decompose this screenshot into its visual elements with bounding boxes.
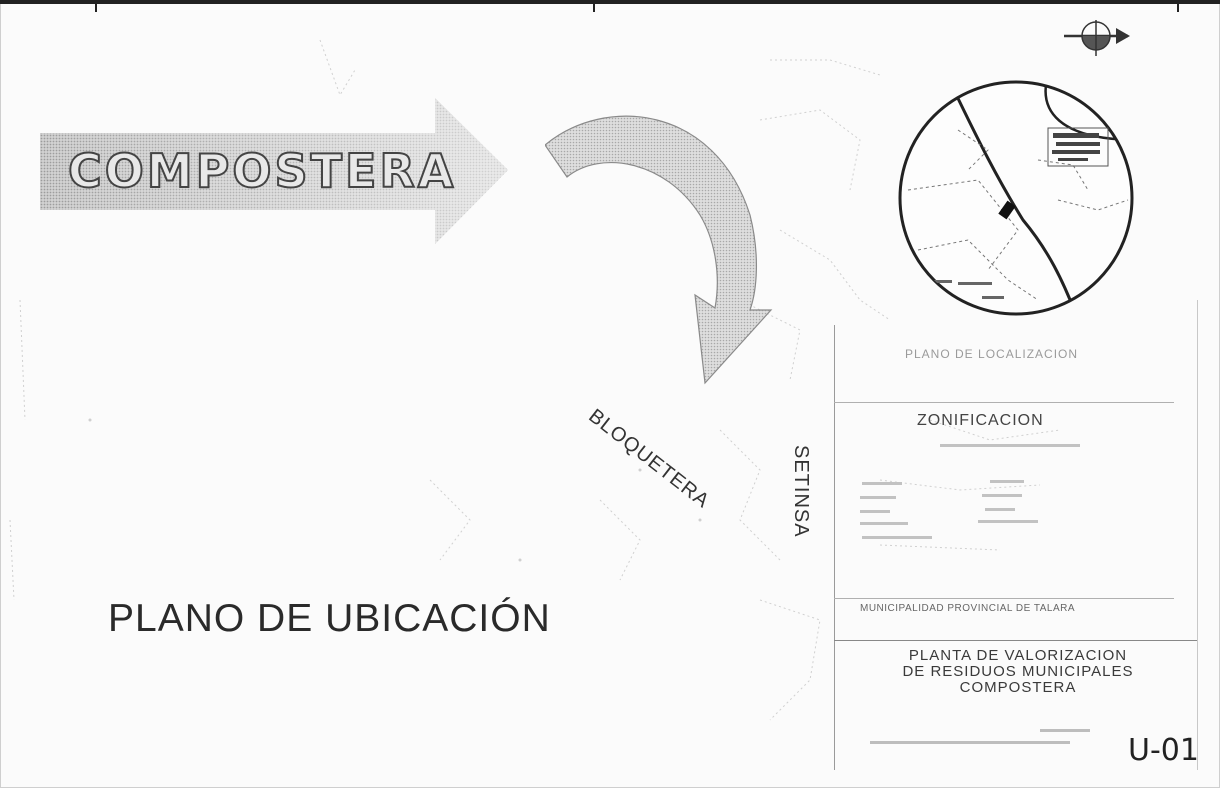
setinsa-label: SETINSA: [790, 445, 812, 538]
section-heading: ZONIFICACION: [917, 412, 1044, 429]
top-border-tick: [95, 0, 97, 12]
right-arrow-shape: [40, 98, 508, 244]
key-plan-map: [898, 80, 1134, 316]
north-arrow-icon: [1064, 20, 1130, 56]
title-block-border: [1197, 300, 1198, 770]
banner-label: COMPOSTERA: [67, 143, 457, 199]
top-border-tick: [593, 0, 595, 12]
drawing-notes-faint: [870, 729, 1090, 744]
key-plan-caption: PLANO DE LOCALIZACION: [905, 347, 1079, 361]
project-title: PLANTA DE VALORIZACION DE RESIDUOS MUNIC…: [848, 648, 1188, 696]
title-block-divider: [834, 598, 1174, 599]
zoning-legend-table: [860, 444, 1080, 539]
title-block-divider: [834, 402, 1174, 403]
compostera-arrow-banner: COMPOSTERA: [40, 98, 510, 246]
project-title-line: DE RESIDUOS MUNICIPALES: [902, 663, 1134, 680]
top-border-tick: [1177, 0, 1179, 12]
top-border-rule: [0, 0, 1220, 4]
sheet-number: U-01: [1128, 733, 1199, 768]
project-title-line: PLANTA DE VALORIZACION: [908, 647, 1128, 664]
curved-arrow-icon: [545, 115, 773, 385]
client-name: MUNICIPALIDAD PROVINCIAL DE TALARA: [860, 603, 1076, 614]
title-block-divider: [834, 640, 1197, 641]
title-block-border: [834, 325, 835, 770]
project-title-line: COMPOSTERA: [959, 679, 1077, 696]
plan-title: PLANO DE UBICACIÓN: [108, 597, 551, 640]
